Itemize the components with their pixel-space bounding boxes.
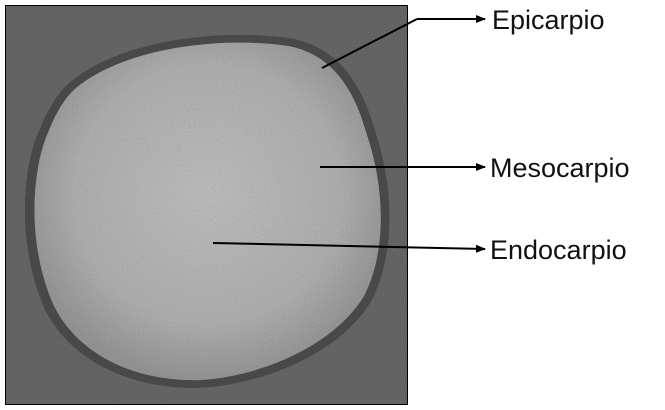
fruit-cross-section	[25, 35, 390, 388]
label-mesocarpio: Mesocarpio	[490, 153, 630, 183]
labels: Epicarpio Mesocarpio Endocarpio	[490, 5, 630, 265]
mesocarp-area	[35, 43, 381, 380]
label-epicarpio: Epicarpio	[492, 5, 605, 35]
label-endocarpio: Endocarpio	[490, 235, 627, 265]
